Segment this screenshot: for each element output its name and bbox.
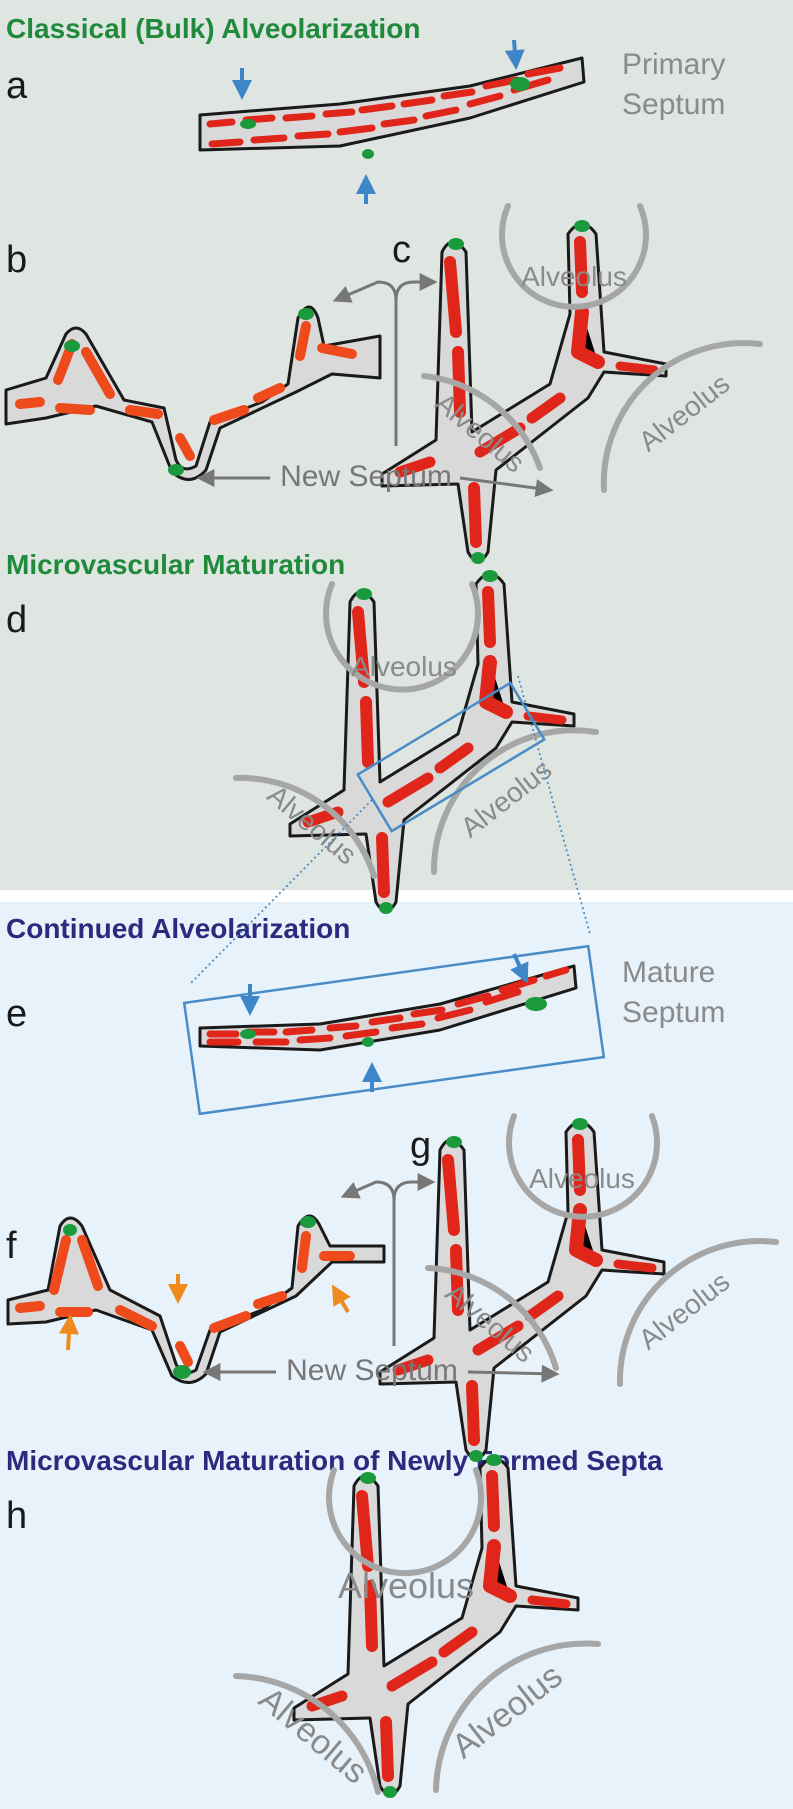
alveolus-label-g1: Alveolus — [529, 1163, 635, 1194]
panel-letter-a: a — [6, 65, 28, 107]
alveolus-label-h1: Alveolus — [338, 1565, 474, 1606]
panel-letter-g: g — [410, 1125, 431, 1167]
mature-septum-label-line1: Mature — [622, 956, 715, 989]
panel-letter-d: d — [6, 599, 27, 641]
budding-septum-b — [4, 305, 382, 481]
orange-arrows-f — [59, 1274, 351, 1351]
alveolus-arcs-d — [233, 581, 599, 879]
panel-letter-f: f — [6, 1225, 17, 1267]
new-septum-label-bottom: New Septum — [286, 1354, 458, 1387]
section-title-microvascular-maturation: Microvascular Maturation — [6, 549, 345, 580]
section-title-bulk-alveolarization: Classical (Bulk) Alveolarization — [6, 13, 420, 44]
mature-septum — [198, 964, 578, 1052]
alveolus-label-d1: Alveolus — [351, 651, 457, 682]
blue-arrows-a — [232, 39, 525, 204]
primary-septum — [198, 56, 586, 159]
panel-letter-e: e — [6, 993, 27, 1035]
panel-letter-h: h — [6, 1495, 27, 1537]
primary-septum-label-line2: Septum — [622, 88, 725, 121]
alveolus-arcs-h — [233, 1467, 601, 1795]
new-septum-arrows-top — [196, 273, 554, 498]
panel-letter-b: b — [6, 239, 27, 281]
alveolus-arcs-c — [421, 203, 763, 493]
alveolus-arcs-g — [425, 1113, 779, 1387]
alveolus-label-c1: Alveolus — [521, 261, 627, 292]
primary-septum-label-line1: Primary — [622, 48, 725, 81]
budding-septum-f — [6, 1214, 386, 1384]
section-title-continued-alveolarization: Continued Alveolarization — [6, 913, 350, 944]
new-septum-arrows-bottom — [202, 1173, 560, 1383]
zoom-lines — [189, 675, 591, 985]
new-septum-label-top: New Septum — [280, 460, 452, 493]
mature-septum-label-line2: Septum — [622, 996, 725, 1029]
blue-arrows-e — [240, 953, 529, 1092]
panel-letter-c: c — [392, 229, 411, 271]
zoom-box-e — [182, 944, 606, 1116]
